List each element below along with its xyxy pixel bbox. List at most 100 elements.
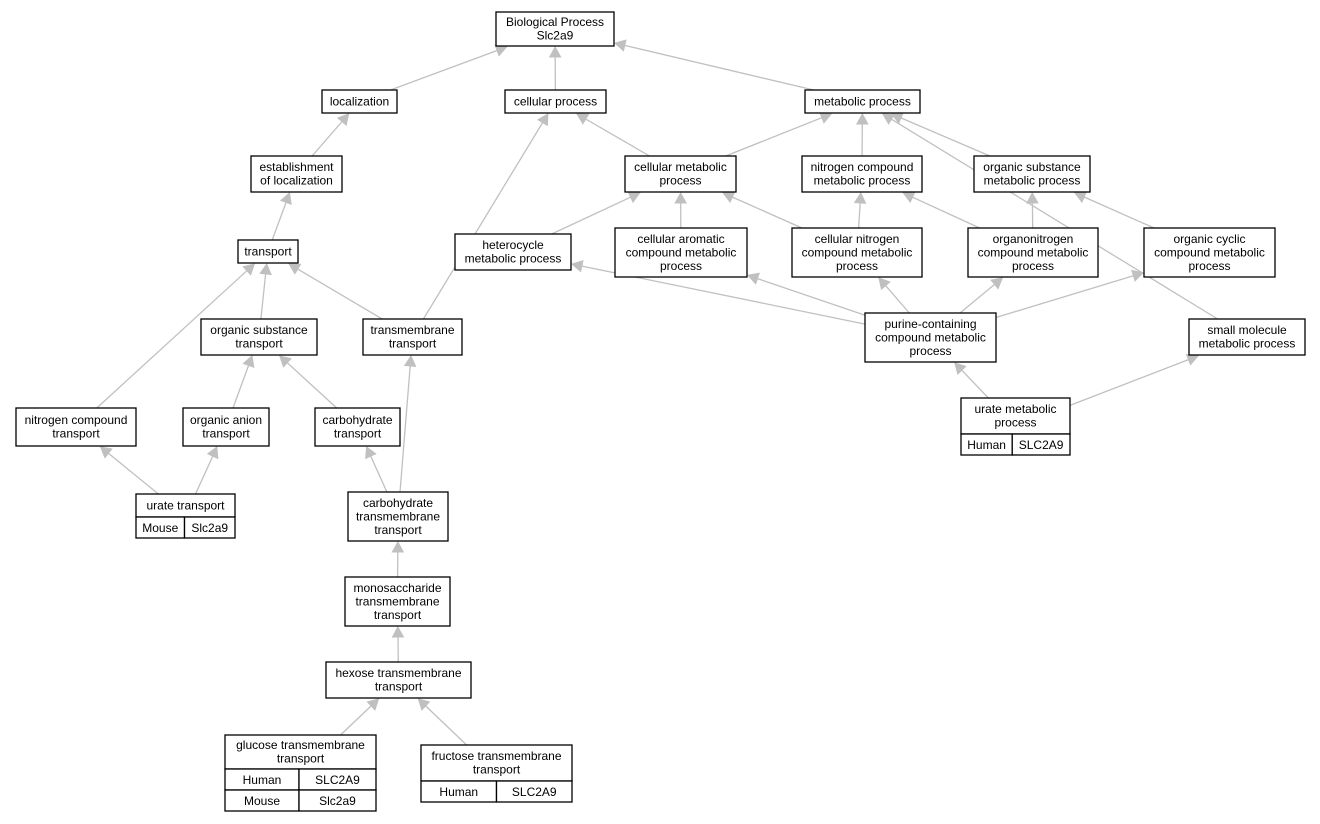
edge-line xyxy=(107,452,159,495)
edge-purine-containing-compound-metabolic-process-to-cellular-aromatic-compound-metabolic-process xyxy=(747,272,866,316)
node-label: transport xyxy=(277,752,325,766)
node-box xyxy=(504,89,607,114)
node-transport[interactable]: transport xyxy=(237,239,299,264)
node-label: purine-containing xyxy=(884,317,976,331)
node-box xyxy=(15,407,137,447)
edge-urate-metabolic-process-to-small-molecule-metabolic-process xyxy=(1069,353,1199,407)
arrowhead xyxy=(259,262,272,276)
node-cellular-process[interactable]: cellular process xyxy=(504,89,607,114)
edge-line xyxy=(96,270,248,409)
gene-label: Slc2a9 xyxy=(319,794,356,808)
node-box xyxy=(1188,318,1306,356)
arrowhead xyxy=(279,192,292,206)
node-label: nitrogen compound xyxy=(811,160,914,174)
species-label: Human xyxy=(243,773,282,787)
edge-organic-cyclic-compound-metabolic-process-to-organic-substance-metabolic-process xyxy=(1074,191,1155,229)
node-box xyxy=(967,227,1099,278)
node-metabolic-process[interactable]: metabolic process xyxy=(804,89,921,114)
edge-cellular-aromatic-compound-metabolic-process-to-cellular-metabolic-process xyxy=(674,191,688,229)
edge-urate-transport-to-organic-anion-transport xyxy=(194,446,219,495)
node-box xyxy=(182,407,270,447)
edge-cellular-process-to-root xyxy=(548,45,562,91)
node-label: transmembrane xyxy=(356,509,440,523)
node-box xyxy=(224,734,377,770)
edge-purine-containing-compound-metabolic-process-to-organonitrogen-compound-metabolic-process xyxy=(959,277,1004,314)
node-label: process xyxy=(994,416,1036,430)
edge-line xyxy=(340,705,372,736)
edge-fructose-transmembrane-transport-to-hexose-transmembrane-transport xyxy=(417,698,468,746)
arrowhead xyxy=(548,45,562,58)
node-label: cellular nitrogen xyxy=(815,232,900,246)
node-label: hexose transmembrane xyxy=(335,666,461,680)
node-label: transport xyxy=(244,244,292,258)
node-label: metabolic process xyxy=(465,252,562,266)
edge-urate-metabolic-process-to-purine-containing-compound-metabolic-process xyxy=(954,362,989,399)
node-label: transport xyxy=(202,427,250,441)
arrowhead xyxy=(674,191,688,204)
node-label: process xyxy=(836,259,878,273)
edge-line xyxy=(311,121,343,157)
node-label: process xyxy=(660,259,702,273)
node-label: metabolic process xyxy=(1199,337,1296,351)
node-label: transport xyxy=(334,427,382,441)
node-label: organic substance xyxy=(983,160,1081,174)
arrowhead xyxy=(391,540,405,553)
node-label: transport xyxy=(389,337,437,351)
node-box xyxy=(314,407,401,447)
edge-organic-substance-transport-to-transport xyxy=(259,262,272,320)
species-label: Human xyxy=(967,438,1006,452)
edge-purine-containing-compound-metabolic-process-to-organic-cyclic-compound-metabolic-process xyxy=(995,269,1144,319)
gene-cell xyxy=(183,516,236,539)
edge-line xyxy=(732,196,803,229)
node-label: compound metabolic xyxy=(1154,245,1265,259)
arrowhead xyxy=(391,625,405,638)
node-label: organic cyclic xyxy=(1173,232,1245,246)
arrowhead xyxy=(242,263,256,276)
node-box xyxy=(344,576,451,627)
node-label: monosaccharide xyxy=(353,581,441,595)
node-label: localization xyxy=(330,94,389,108)
arrowhead xyxy=(1026,191,1039,204)
gene-label: SLC2A9 xyxy=(512,785,557,799)
arrowhead xyxy=(403,354,417,367)
node-label: organonitrogen xyxy=(993,232,1074,246)
edge-small-molecule-metabolic-process-to-metabolic-process xyxy=(882,113,1218,320)
arrowhead xyxy=(366,698,380,711)
node-label: transport xyxy=(52,427,100,441)
edge-line xyxy=(585,118,650,157)
node-label: transmembrane xyxy=(355,594,439,608)
node-label: heterocycle xyxy=(482,238,544,252)
node-box xyxy=(454,233,572,271)
arrowhead xyxy=(819,111,833,124)
edge-carbohydrate-transmembrane-transport-to-transmembrane-transport xyxy=(399,354,417,493)
edge-line xyxy=(390,49,498,91)
edge-carbohydrate-transmembrane-transport-to-carbohydrate-transport xyxy=(365,446,388,493)
node-localization[interactable]: localization xyxy=(321,89,398,114)
